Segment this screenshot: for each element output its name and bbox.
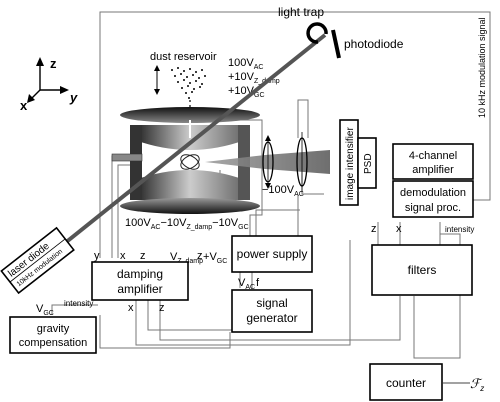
imaging-beam — [205, 150, 330, 174]
dust-particles — [171, 67, 206, 99]
vgc-label: VGC — [36, 303, 54, 317]
light-trap-label: light trap — [278, 5, 324, 19]
particle-orbit — [180, 154, 200, 170]
bottom-voltages: 100VAC−10VZ_damp−10VGC — [125, 217, 249, 231]
port-z-filters: z — [371, 223, 377, 235]
four-channel-amplifier-box: 4-channel amplifier — [392, 143, 474, 180]
svg-text:gravity: gravity — [37, 323, 70, 335]
image-intensifier-label: image intensifier — [345, 127, 356, 200]
minus-100-label: −100VAC — [262, 184, 304, 198]
svg-text:signal proc.: signal proc. — [405, 202, 461, 214]
vz-damp-label: VZ_damp+VGC — [170, 251, 227, 265]
filters-box: filters — [371, 244, 473, 296]
top-voltage-ac: 100VAC — [228, 57, 263, 71]
dust-reservoir: dust reservoir — [150, 51, 217, 112]
svg-text:signal: signal — [256, 296, 287, 310]
vac-label: VAC — [238, 277, 255, 291]
intensity-right-label: intensity — [445, 225, 474, 234]
svg-text:4-channel: 4-channel — [409, 150, 457, 162]
trap-chamber — [111, 107, 260, 214]
output-symbol: ℱz — [470, 376, 484, 393]
port-x-bottom: x — [128, 302, 134, 314]
signal-generator-box: signal generator — [231, 289, 313, 333]
top-voltage-gc: +10VGC — [228, 85, 265, 99]
port-z-center: z — [197, 250, 203, 262]
damping-amplifier-box: damping amplifier — [91, 261, 189, 301]
power-supply-box: power supply — [231, 235, 313, 273]
axis-x-label: x — [20, 98, 28, 113]
intensity-left-label: intensity — [64, 299, 93, 308]
port-z-damp-top: z — [140, 250, 146, 262]
light-trap: light trap photodiode — [278, 5, 404, 59]
demodulation-box: demodulation signal proc. — [392, 180, 474, 218]
f-label: f — [256, 277, 260, 289]
port-z-bottom: z — [159, 302, 165, 314]
dust-reservoir-label: dust reservoir — [150, 51, 217, 63]
counter-box: counter — [369, 363, 443, 401]
laser-beam — [48, 33, 327, 257]
port-x-damp-top: x — [120, 250, 126, 262]
svg-text:amplifier: amplifier — [117, 282, 162, 296]
svg-text:power supply: power supply — [237, 247, 308, 261]
side-electrode-left — [111, 153, 143, 162]
port-y: y — [94, 250, 100, 262]
svg-text:compensation: compensation — [19, 337, 88, 349]
photodiode-icon — [331, 29, 341, 59]
svg-text:amplifier: amplifier — [412, 164, 454, 176]
image-intensifier: image intensifier — [339, 119, 359, 206]
psd-detector: PSD — [357, 137, 377, 189]
svg-text:counter: counter — [386, 376, 426, 390]
optical-paths — [48, 33, 330, 257]
lower-chamber-wall — [135, 170, 245, 200]
svg-text:generator: generator — [246, 311, 297, 325]
axis-y-label: y — [69, 90, 78, 105]
laser-diode: laser diode 10kHz modulation — [0, 226, 75, 295]
svg-text:damping: damping — [117, 267, 163, 281]
modulation-signal-label: 10 kHz modulation signal — [477, 17, 487, 118]
svg-text:filters: filters — [408, 263, 437, 277]
port-x-filters: x — [396, 223, 402, 235]
top-electrode — [120, 107, 260, 123]
gravity-compensation-box: gravity compensation — [9, 316, 97, 354]
light-trap-icon — [306, 22, 328, 44]
axes-indicator: z y x — [20, 56, 78, 113]
wiring — [51, 11, 491, 384]
psd-label: PSD — [363, 153, 374, 174]
bottom-electrode — [120, 198, 260, 214]
photodiode-label: photodiode — [344, 37, 404, 51]
svg-text:demodulation: demodulation — [400, 187, 466, 199]
axis-z-label: z — [50, 56, 57, 71]
